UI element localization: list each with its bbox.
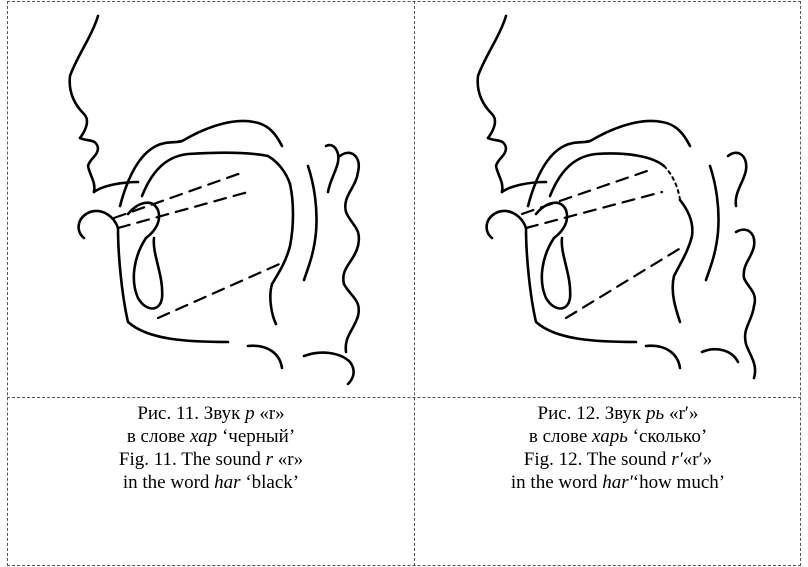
caption-sound: r′: [671, 449, 683, 470]
caption-meaning: ‘сколько’: [628, 426, 707, 447]
caption-gloss: «r′»: [683, 449, 712, 470]
articulation-diagram-fig11: [58, 6, 388, 386]
row-divider: [7, 397, 801, 398]
caption-text: in the word: [511, 472, 602, 493]
caption-word: харь: [592, 426, 628, 447]
caption-text: в слове: [127, 426, 190, 447]
caption-ru-line2: в слове харь ‘сколько’: [415, 425, 808, 448]
caption-en-line1: Fig. 11. The sound r «r»: [8, 448, 414, 471]
caption-text: in the word: [123, 472, 214, 493]
caption-sound: р: [245, 403, 255, 424]
pharynx-and-spine: [248, 145, 359, 384]
caption-text: в слове: [529, 426, 592, 447]
caption-text: Рис. 11. Звук: [137, 403, 245, 424]
caption-word: har′: [602, 472, 633, 493]
tongue: [526, 203, 636, 342]
measurement-lines: [114, 172, 284, 318]
caption-gloss: «r′»: [664, 403, 698, 424]
caption-en-line2: in the word har ‘black’: [8, 471, 414, 494]
palate: [120, 121, 290, 206]
caption-meaning: ‘черный’: [217, 426, 295, 447]
caption-fig12: Рис. 12. Звук рь «r′» в слове харь ‘скол…: [415, 402, 808, 494]
caption-gloss: «r»: [255, 403, 285, 424]
head-outline: [70, 16, 138, 238]
caption-meaning: ‘how much’: [633, 472, 725, 493]
caption-sound: r: [266, 449, 273, 470]
caption-ru-line1: Рис. 12. Звук рь «r′»: [415, 402, 808, 425]
articulation-diagram-fig12: [466, 6, 796, 386]
caption-text: Fig. 11. The sound: [119, 449, 266, 470]
pharynx-and-spine: [646, 153, 755, 378]
caption-word: хар: [190, 426, 217, 447]
caption-text: Рис. 12. Звук: [538, 403, 647, 424]
caption-text: Fig. 12. The sound: [524, 449, 671, 470]
caption-ru-line2: в слове хар ‘черный’: [8, 425, 414, 448]
head-outline: [478, 16, 546, 238]
palate: [528, 121, 690, 206]
caption-meaning: ‘black’: [241, 472, 300, 493]
caption-en-line2: in the word har′‘how much’: [415, 471, 808, 494]
caption-gloss: «r»: [273, 449, 303, 470]
caption-fig11: Рис. 11. Звук р «r» в слове хар ‘черный’…: [8, 402, 414, 494]
caption-sound: рь: [646, 403, 664, 424]
caption-word: har: [214, 472, 240, 493]
caption-ru-line1: Рис. 11. Звук р «r»: [8, 402, 414, 425]
caption-en-line1: Fig. 12. The sound r′«r′»: [415, 448, 808, 471]
tongue: [118, 203, 228, 342]
